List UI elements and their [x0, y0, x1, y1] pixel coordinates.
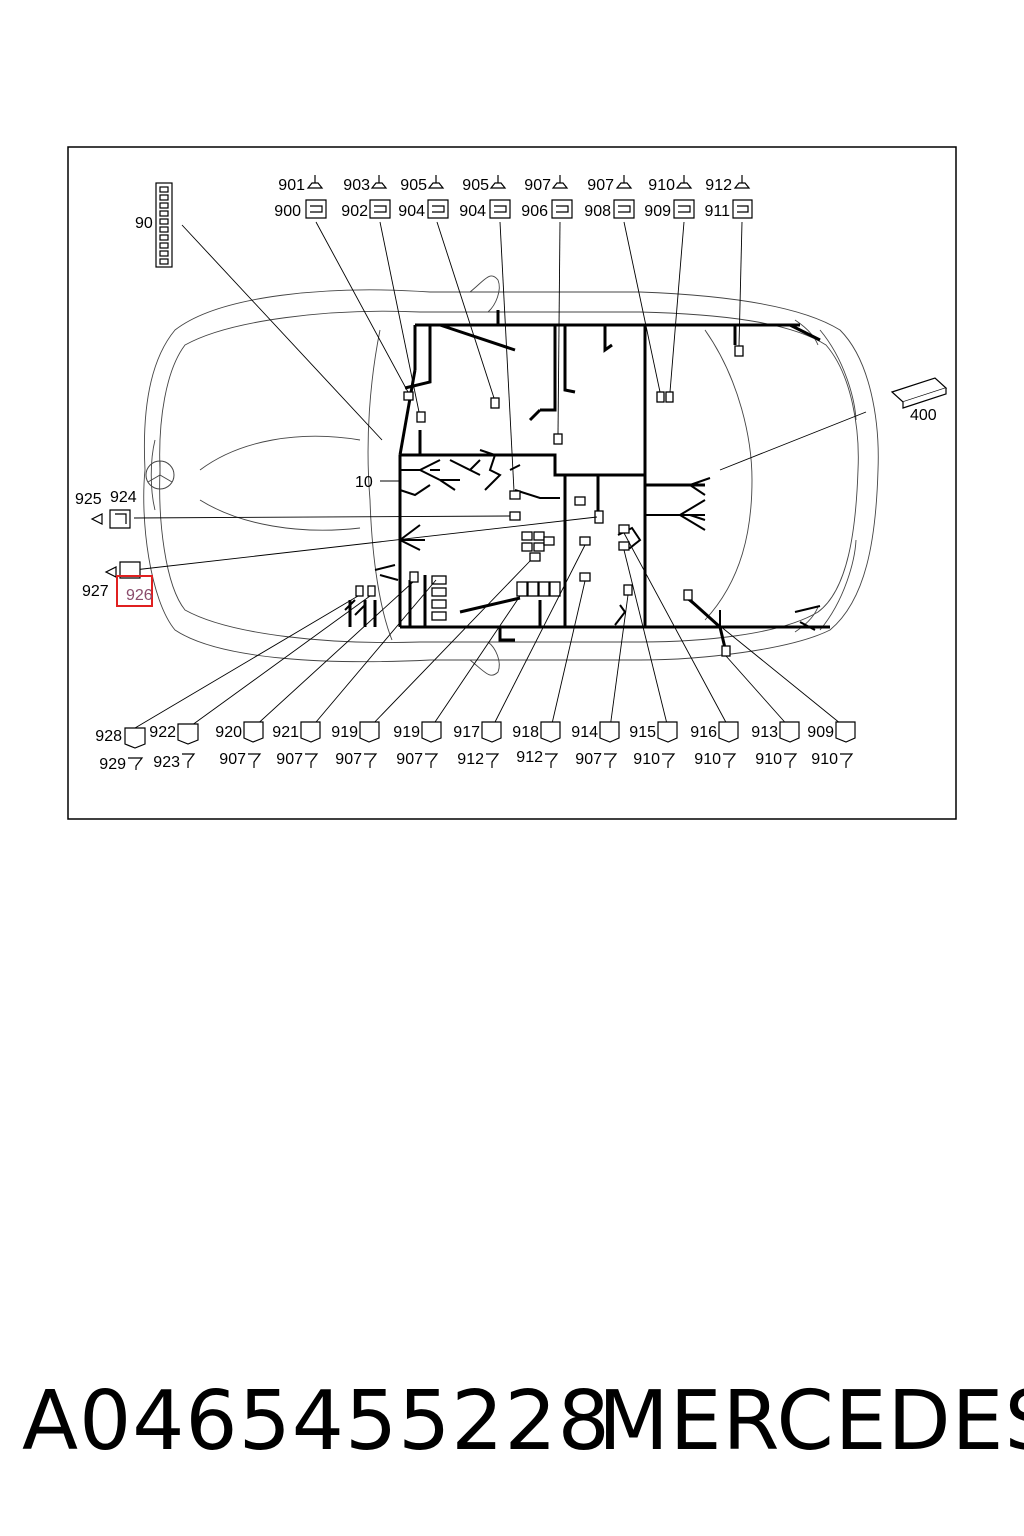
- bottom-label-lower: 910: [633, 751, 660, 768]
- bottom-label-upper: 921: [272, 724, 299, 741]
- top-labels-upper: 901 903 905 905 907 907 910 912: [278, 177, 732, 194]
- top-label-upper: 907: [587, 177, 614, 194]
- bottom-label-upper: 928: [95, 728, 122, 745]
- bottom-label-upper: 918: [512, 724, 539, 741]
- bottom-label-upper: 915: [629, 724, 656, 741]
- highlight-926: 926: [116, 575, 153, 607]
- bottom-label-lower: 907: [276, 751, 303, 768]
- brand-name: MERCEDES: [598, 1374, 1024, 1469]
- bottom-label-upper: 914: [571, 724, 598, 741]
- harness-connectors: [355, 345, 744, 657]
- bottom-label-lower: 910: [755, 751, 782, 768]
- bottom-label-upper: 909: [807, 724, 834, 741]
- label-10: 10: [355, 474, 373, 491]
- connector-90-icon: [155, 182, 173, 268]
- bottom-label-upper: 916: [690, 724, 717, 741]
- label-90: 90: [135, 215, 153, 232]
- top-label-lower: 909: [644, 203, 671, 220]
- bottom-label-upper: 919: [393, 724, 420, 741]
- label-926: 926: [126, 587, 153, 604]
- bottom-label-upper: 920: [215, 724, 242, 741]
- wiring-harness-diagram: 901 903 905 905 907 907 910 912 900 902 …: [67, 146, 957, 820]
- bottom-label-upper: 922: [149, 724, 176, 741]
- bottom-label-lower: 907: [396, 751, 423, 768]
- highlight-box: [116, 575, 153, 607]
- bottom-label-lower: 912: [516, 749, 543, 766]
- top-label-upper: 905: [400, 177, 427, 194]
- label-400: 400: [910, 407, 937, 424]
- harness-branches: [344, 449, 821, 631]
- control-module-400-icon: [890, 377, 948, 409]
- bottom-label-upper: 919: [331, 724, 358, 741]
- mercedes-star-icon: [145, 460, 175, 490]
- label-925: 925: [75, 491, 102, 508]
- top-label-lower: 908: [584, 203, 611, 220]
- side-labels: 90 10 400 925 924 927: [75, 215, 937, 600]
- left-connector-icons: [90, 509, 141, 579]
- top-label-lower: 904: [398, 203, 425, 220]
- top-label-upper: 910: [648, 177, 675, 194]
- bottom-labels-upper: 928 922 920 921 919 919 917 918 914 915 …: [95, 724, 834, 745]
- bottom-label-lower: 907: [219, 751, 246, 768]
- part-number: A0465455228: [22, 1374, 611, 1469]
- top-label-lower: 904: [459, 203, 486, 220]
- bottom-label-lower: 912: [457, 751, 484, 768]
- top-label-upper: 905: [462, 177, 489, 194]
- leader-lines: [133, 221, 867, 729]
- top-label-lower: 900: [274, 203, 301, 220]
- bottom-labels-lower: 929 923 907 907 907 907 912 912 907 910 …: [99, 749, 838, 773]
- top-connector-icons: [305, 175, 753, 219]
- bottom-label-lower: 929: [99, 756, 126, 773]
- top-label-upper: 901: [278, 177, 305, 194]
- top-labels-lower: 900 902 904 904 906 908 909 911: [274, 203, 730, 220]
- bottom-label-upper: 913: [751, 724, 778, 741]
- bottom-label-upper: 917: [453, 724, 480, 741]
- top-label-lower: 911: [704, 203, 730, 220]
- bottom-label-lower: 910: [694, 751, 721, 768]
- top-label-lower: 902: [341, 203, 368, 220]
- bottom-connector-icons: [124, 721, 856, 770]
- bottom-label-lower: 907: [575, 751, 602, 768]
- car-outline: [143, 275, 879, 676]
- bottom-label-lower: 907: [335, 751, 362, 768]
- top-label-upper: 903: [343, 177, 370, 194]
- label-924: 924: [110, 489, 137, 506]
- footer: A0465455228 MERCEDES: [0, 1372, 1024, 1472]
- top-label-lower: 906: [521, 203, 548, 220]
- main-harness: [348, 310, 830, 649]
- top-label-upper: 907: [524, 177, 551, 194]
- diagram-frame: [67, 146, 957, 820]
- label-927: 927: [82, 583, 109, 600]
- bottom-label-lower: 923: [153, 754, 180, 771]
- bottom-label-lower: 910: [811, 751, 838, 768]
- top-label-upper: 912: [705, 177, 732, 194]
